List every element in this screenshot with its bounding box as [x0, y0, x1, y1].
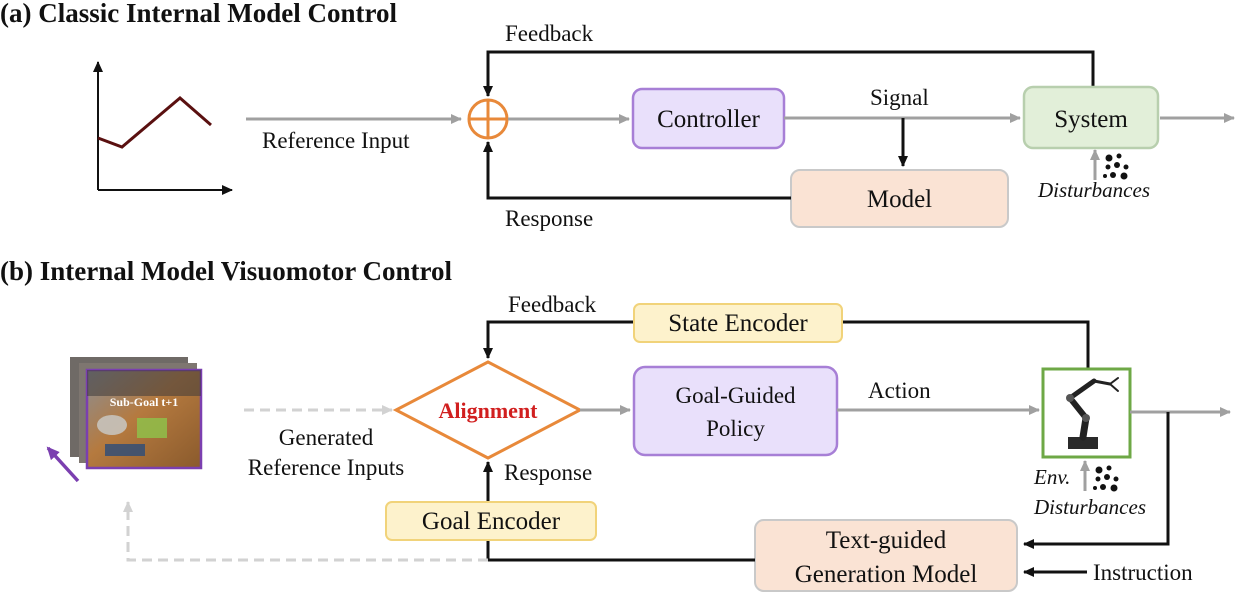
generation-label-line1: Text-guided: [826, 527, 947, 554]
signal-label: Signal: [870, 85, 929, 110]
generated-label-line2: Reference Inputs: [248, 455, 405, 480]
goal-encoder-box: [385, 501, 597, 541]
policy-label-line2: Policy: [706, 416, 765, 441]
controller-label: Controller: [657, 106, 760, 133]
subgoal-image-stack: Sub-Goal t+1: [70, 357, 203, 470]
instruction-label: Instruction: [1093, 560, 1193, 585]
reference-curve: [97, 96, 212, 149]
generation-label-line2: Generation Model: [795, 561, 978, 588]
goal-encoder-label: Goal Encoder: [422, 508, 561, 535]
response-label-b: Response: [504, 460, 592, 485]
goal-guided-policy-box: [632, 365, 839, 457]
feedback-label-a: Feedback: [505, 21, 594, 46]
generated-label-line1: Generated: [279, 425, 374, 450]
response-label-a: Response: [505, 206, 593, 231]
state-to-generation-arrow: [1023, 412, 1170, 549]
system-box: [1022, 85, 1160, 150]
system-label: System: [1054, 106, 1128, 133]
disturbance-dots-icon: [1103, 153, 1129, 180]
generation-model-box: [754, 519, 1018, 592]
alignment-label: Alignment: [439, 398, 539, 423]
model-label: Model: [867, 186, 932, 213]
state-encoder-label: State Encoder: [668, 310, 808, 337]
feedback-arrow-a: [483, 50, 1095, 97]
env-label: Env.: [1033, 465, 1070, 489]
section-a-title: (a) Classic Internal Model Control: [0, 0, 397, 28]
reference-plot: [93, 61, 233, 195]
purple-arrow-icon: [46, 446, 80, 483]
policy-label-line1: Goal-Guided: [675, 383, 796, 408]
action-label: Action: [868, 378, 931, 403]
disturbances-label-b: Disturbances: [1033, 495, 1146, 519]
summing-junction-icon: [467, 98, 509, 140]
response-arrow-a: [483, 141, 791, 200]
state-encoder-box: [633, 303, 843, 343]
feedback-label-b: Feedback: [508, 292, 597, 317]
section-b-title: (b) Internal Model Visuomotor Control: [0, 256, 452, 286]
subgoal-label: Sub-Goal t+1: [110, 395, 179, 409]
disturbances-label-a: Disturbances: [1037, 178, 1150, 202]
robot-arm-icon: [1066, 377, 1119, 449]
disturbance-dots-icon-b: [1093, 465, 1119, 492]
generated-subgoal-arrow: [123, 501, 488, 562]
reference-input-label: Reference Input: [262, 128, 410, 153]
alignment-diamond: [392, 360, 584, 460]
